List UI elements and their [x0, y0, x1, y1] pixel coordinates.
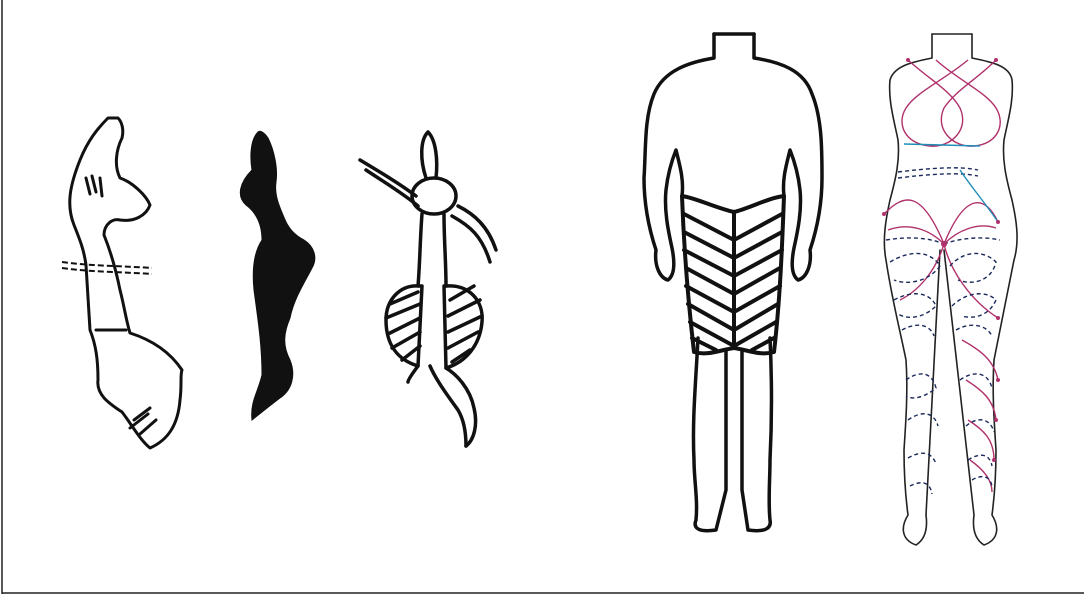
figure-1-dashed-band	[62, 262, 152, 274]
figure-5-navy-dashed-arcs	[886, 168, 1000, 494]
figure-3-striped-figure	[360, 132, 496, 446]
figure-4-chevron-skirt	[682, 196, 784, 353]
figure-2-silhouette	[240, 131, 314, 420]
figure-5-cyan-lines	[904, 144, 998, 222]
figure-5-magenta-arcs	[884, 60, 1000, 492]
figure-1-outline-figurine	[70, 118, 182, 448]
